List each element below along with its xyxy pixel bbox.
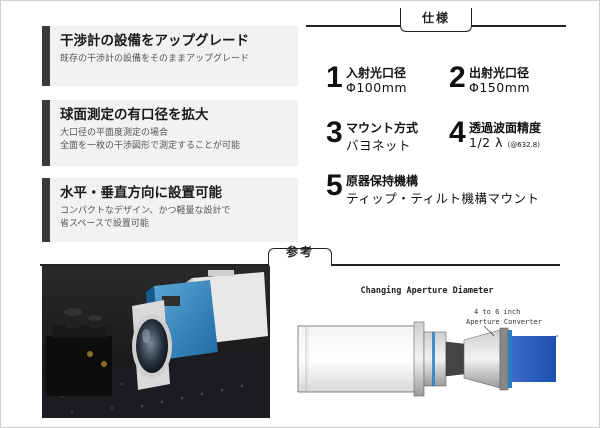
feature-title: 球面測定の有口径を拡大	[60, 107, 209, 123]
spec-value-wrap: 1/2 λ (@632.8)	[469, 135, 540, 150]
diagram-note: Aperture Converter	[466, 318, 542, 326]
header-tab	[268, 248, 332, 266]
spec-value: Φ100mm	[346, 80, 408, 95]
spec-title: 原器保持機構	[346, 174, 419, 188]
feature-orientation: 水平・垂直方向に設置可能 コンパクトなデザイン、かつ軽量な設計で 省スペースで設…	[42, 178, 298, 242]
feature-desc: コンパクトなデザイン、かつ軽量な設計で 省スペースで設置可能	[60, 205, 288, 231]
feature-title: 水平・垂直方向に設置可能	[60, 185, 222, 201]
feature-desc-line: 全面を一枚の干渉図形で測定することが可能	[60, 141, 241, 151]
spec-value: 1/2 λ	[469, 135, 503, 150]
feature-desc: 既存の干渉計の設備をそのままアップグレード	[60, 54, 250, 64]
aperture-converter-diagram: Changing Aperture Diameter 4 to 6 inch A…	[296, 270, 558, 418]
spec-value: ティップ・ティルト機構マウント	[346, 191, 540, 206]
reference-header-label: 参考	[285, 245, 314, 259]
spec-number: 3	[326, 116, 343, 149]
feature-desc-line: コンパクトなデザイン、かつ軽量な設計で	[60, 206, 231, 216]
spec-title: 入射光口径	[346, 66, 407, 80]
product-photo	[42, 266, 270, 418]
spec-value: Φ150mm	[469, 80, 531, 95]
feature-aperture-expand: 球面測定の有口径を拡大 大口径の平面度測定の場合 全面を一枚の干渉図形で測定する…	[42, 100, 298, 166]
diagram-title: Changing Aperture Diameter	[360, 286, 494, 296]
spec-number: 2	[449, 61, 466, 94]
converter-drawing	[297, 321, 558, 397]
spec-number: 4	[449, 116, 466, 149]
feature-upgrade: 干渉計の設備をアップグレード 既存の干渉計の設備をそのままアップグレード	[42, 26, 298, 86]
spec-value: バヨネット	[346, 138, 412, 153]
spec-number: 1	[326, 61, 343, 94]
spec-section-header: 仕様	[306, 8, 566, 34]
diagram-note: 4 to 6 inch	[474, 308, 521, 316]
feature-title: 干渉計の設備をアップグレード	[60, 33, 249, 49]
feature-desc-line: 省スペースで設置可能	[60, 219, 149, 229]
feature-desc-line: 大口径の平面度測定の場合	[60, 128, 169, 138]
reference-section-header: 参考	[40, 242, 560, 266]
feature-desc: 大口径の平面度測定の場合 全面を一枚の干渉図形で測定することが可能	[60, 127, 288, 153]
header-tab	[400, 8, 472, 32]
product-photo-image	[42, 266, 270, 418]
spec-number: 5	[326, 169, 343, 202]
spec-header-label: 仕様	[421, 11, 450, 25]
spec-value-sub: (@632.8)	[507, 141, 540, 149]
spec-title: マウント方式	[346, 121, 419, 135]
spec-title: 出射光口径	[469, 66, 530, 80]
spec-title: 透過波面精度	[469, 121, 542, 135]
